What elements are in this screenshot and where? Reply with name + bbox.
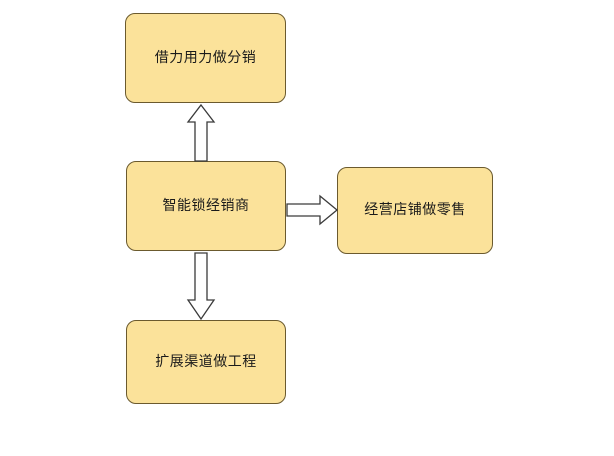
arrow-right-icon [286,194,339,226]
diagram-node-center-label: 智能锁经销商 [162,197,250,214]
diagram-node-right[interactable]: 经营店铺做零售 [337,167,493,254]
diagram-node-bottom-label: 扩展渠道做工程 [155,353,257,370]
arrow-down-icon [186,252,216,321]
diagram-node-bottom[interactable]: 扩展渠道做工程 [126,320,286,404]
diagram-node-right-label: 经营店铺做零售 [364,202,466,219]
diagram-node-center[interactable]: 智能锁经销商 [126,161,286,251]
diagram-node-top[interactable]: 借力用力做分销 [125,13,286,103]
diagram-node-top-label: 借力用力做分销 [154,49,257,66]
arrow-up-icon [186,103,216,162]
